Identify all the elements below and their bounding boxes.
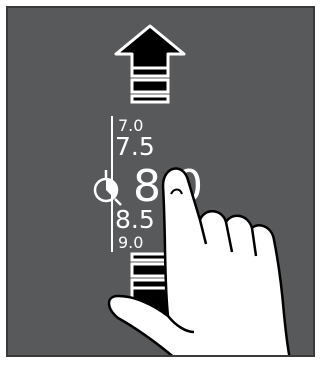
pointing-hand-icon (8, 8, 315, 357)
timer-setting-panel: 7.0 7.5 8.0 8.5 9.0 (6, 6, 315, 357)
